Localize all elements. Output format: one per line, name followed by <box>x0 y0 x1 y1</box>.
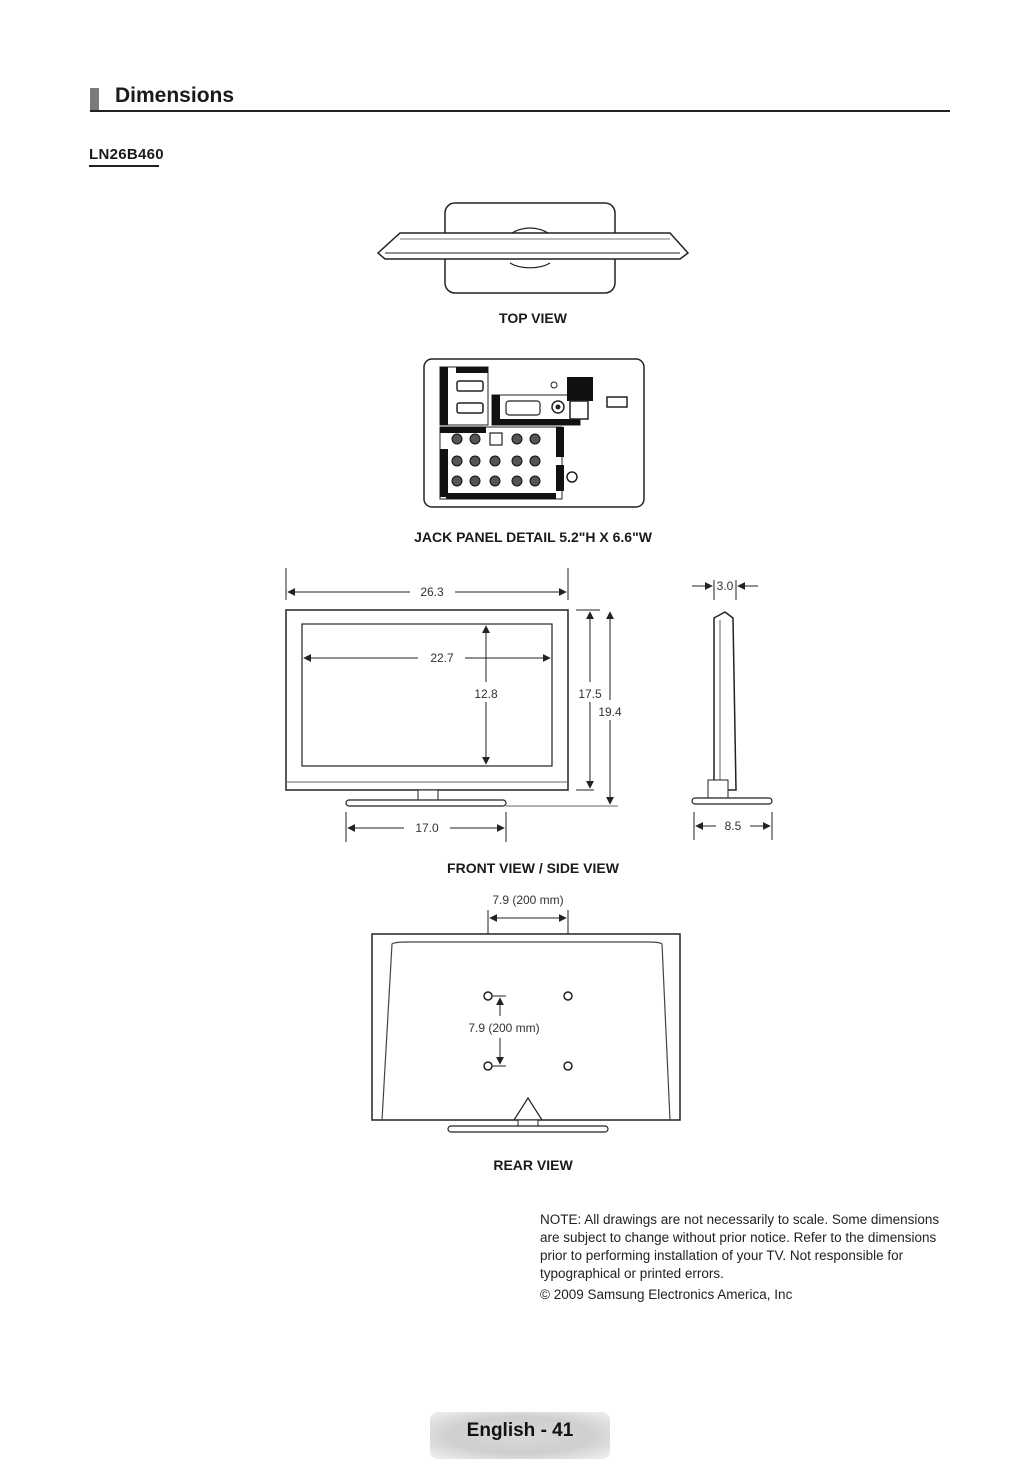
screen-width-label: 22.7 <box>430 651 454 665</box>
rear-view-caption: REAR VIEW <box>493 1157 573 1173</box>
total-height-label: 19.4 <box>598 705 622 719</box>
section-title: Dimensions <box>115 84 235 107</box>
front-side-view-drawing: 26.3 22.7 12.8 17.0 17.5 19.4 3.0 8.5 <box>285 568 773 842</box>
page-number: English - 41 <box>466 1420 574 1441</box>
screen-height-label: 12.8 <box>474 687 498 701</box>
depth-label: 3.0 <box>717 579 734 593</box>
model-number: LN26B460 <box>89 146 164 163</box>
top-view-drawing <box>376 202 690 294</box>
vesa-vertical-label: 7.9 (200 mm) <box>468 1021 539 1035</box>
stand-depth-label: 8.5 <box>725 819 742 833</box>
section-marker <box>90 88 99 110</box>
jack-panel-caption: JACK PANEL DETAIL 5.2"H X 6.6"W <box>414 529 652 545</box>
model-underline <box>89 165 159 167</box>
rear-view-drawing: 7.9 (200 mm) 7.9 (200 mm) <box>371 893 681 1133</box>
top-view-caption: TOP VIEW <box>499 310 567 326</box>
vesa-horizontal-label: 7.9 (200 mm) <box>492 893 563 907</box>
page-footer-badge <box>430 1412 610 1459</box>
jack-panel-drawing <box>423 358 645 508</box>
copyright-notice: © 2009 Samsung Electronics America, Inc <box>540 1287 793 1302</box>
front-side-view-caption: FRONT VIEW / SIDE VIEW <box>447 860 619 876</box>
overall-width-label: 26.3 <box>420 585 444 599</box>
section-divider <box>90 110 950 112</box>
body-height-label: 17.5 <box>578 687 602 701</box>
stand-width-label: 17.0 <box>415 821 439 835</box>
disclaimer-note: NOTE: All drawings are not necessarily t… <box>540 1212 940 1281</box>
